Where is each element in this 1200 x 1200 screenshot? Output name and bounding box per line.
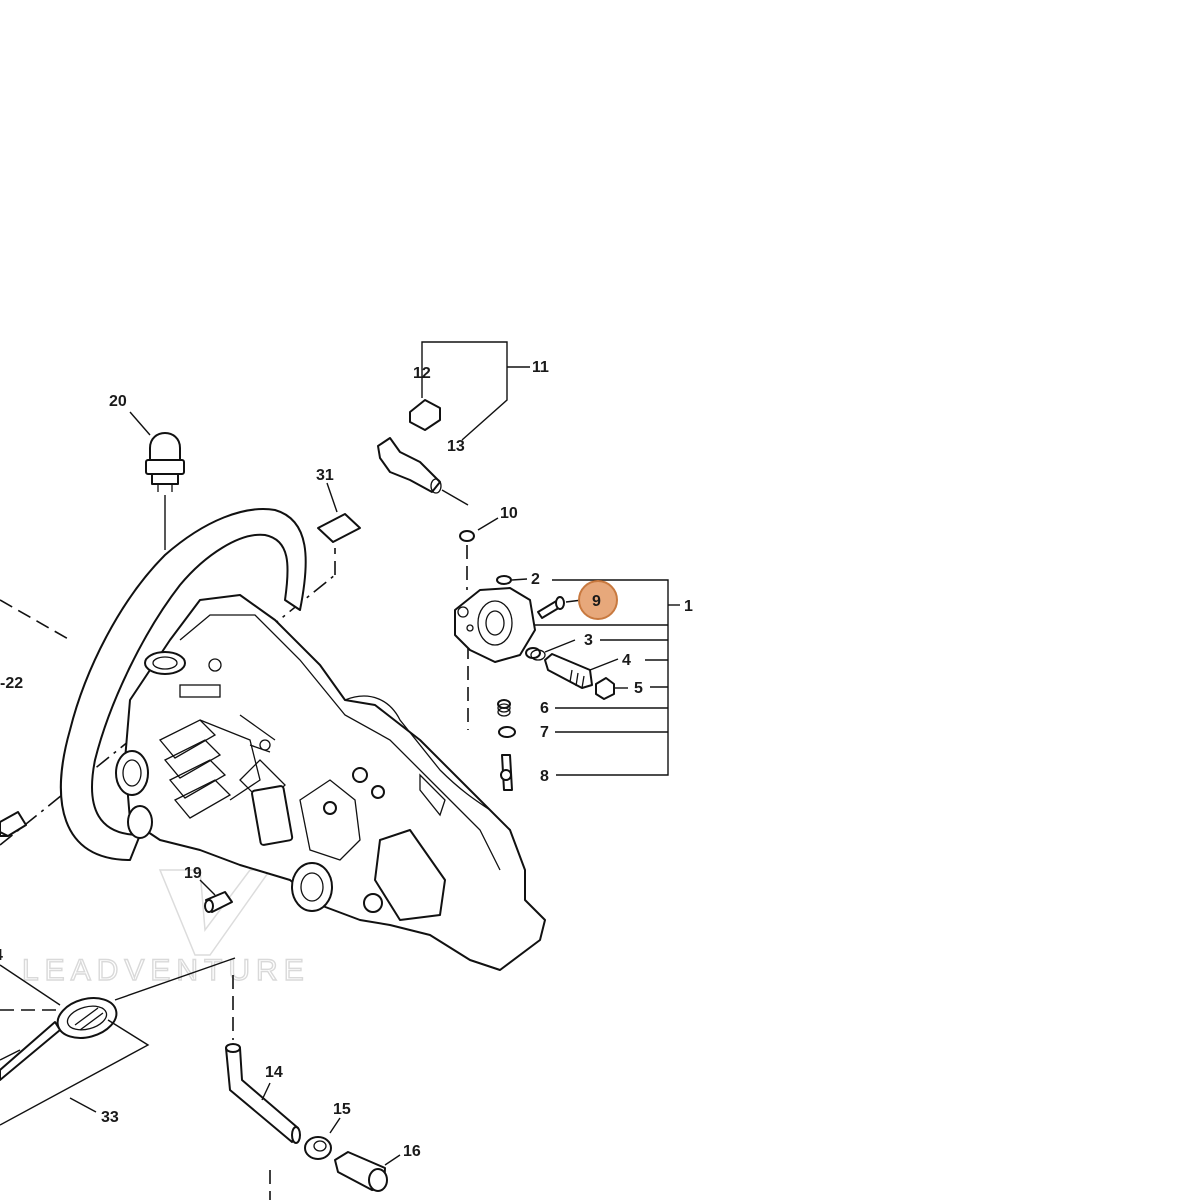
callout-15[interactable]: 15	[333, 1101, 351, 1118]
part-2-seal	[496, 575, 512, 585]
callout-5[interactable]: 5	[634, 680, 643, 697]
part-3-spring	[525, 647, 546, 661]
callout-13[interactable]: 13	[447, 438, 465, 455]
callout-19[interactable]: 19	[184, 865, 202, 882]
part-9-screw	[537, 596, 565, 619]
callout-20[interactable]: 20	[109, 393, 127, 410]
watermark-text: LEADVENTURE	[22, 954, 310, 987]
callout-labels: 1 2 3 4 5 6 7 8 9 10 11 12 13 14 15 16 1…	[0, 359, 693, 1160]
chainsaw-housing	[0, 508, 546, 971]
part-20-primer-bulb	[129, 411, 185, 550]
part-6-spring	[497, 699, 511, 717]
part-11-group	[377, 341, 530, 506]
part-14-hose	[225, 1043, 301, 1144]
part-8-pin	[500, 754, 513, 791]
part-16-filter	[334, 1151, 401, 1192]
callout-11[interactable]: 11	[532, 359, 549, 376]
front-handle	[59, 508, 307, 861]
callout-4[interactable]: 4	[622, 652, 631, 669]
part-10-circlip	[459, 517, 499, 590]
highlight-circle-part-9[interactable]	[578, 580, 618, 620]
part-19-sleeve	[199, 879, 233, 913]
callout-2[interactable]: 2	[531, 571, 540, 588]
part-7-washer	[498, 726, 516, 738]
callout-12[interactable]: 12	[413, 365, 431, 382]
part-31-decal	[317, 482, 361, 543]
watermark: LEADVENTURE	[21, 869, 310, 988]
callout-7[interactable]: 7	[540, 724, 549, 741]
callout-3[interactable]: 3	[584, 632, 593, 649]
callout-33[interactable]: 33	[101, 1109, 119, 1126]
part-12-nut	[409, 399, 441, 431]
cylinder-fins	[158, 719, 286, 819]
assembly-lines	[0, 548, 469, 1200]
callout-14[interactable]: 14	[265, 1064, 283, 1081]
callout-9[interactable]: 9	[592, 593, 601, 610]
callout-34[interactable]: 4	[0, 947, 3, 964]
callout-6[interactable]: 6	[540, 700, 549, 717]
callout-16[interactable]: 16	[403, 1143, 421, 1160]
part-1-oil-pump-assembly	[454, 575, 680, 791]
part-5-cap	[595, 677, 615, 700]
callout-10[interactable]: 10	[500, 505, 518, 522]
part-13-lever	[377, 437, 442, 494]
part-4-shaft	[544, 653, 593, 689]
callout-8[interactable]: 8	[540, 768, 549, 785]
part-15-grommet	[304, 1117, 341, 1160]
part-33-34-group	[0, 957, 236, 1126]
watermark-logo-mark	[158, 869, 272, 956]
callout-22[interactable]: -22	[0, 675, 23, 692]
callout-1[interactable]: 1	[684, 598, 693, 615]
callout-31[interactable]: 31	[316, 467, 334, 484]
